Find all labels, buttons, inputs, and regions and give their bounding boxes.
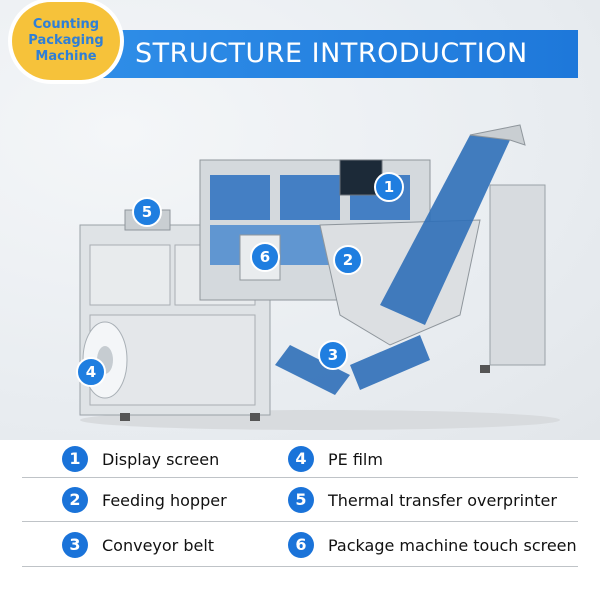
header-bar xyxy=(78,30,578,78)
legend-label: Thermal transfer overprinter xyxy=(328,490,557,510)
legend-label: Display screen xyxy=(102,449,220,469)
marker-5: 5 xyxy=(132,197,162,227)
page-title: STRUCTURE INTRODUCTION xyxy=(135,38,528,69)
legend-label: Feeding hopper xyxy=(102,490,227,510)
legend-divider xyxy=(22,521,578,522)
legend-item: 3 Conveyor belt xyxy=(62,532,214,558)
legend-label: PE film xyxy=(328,449,383,469)
machine-photo xyxy=(79,124,560,430)
marker-6: 6 xyxy=(250,242,280,272)
badge-line-2: Packaging xyxy=(28,33,104,48)
legend-divider xyxy=(22,566,578,567)
legend-number: 4 xyxy=(288,446,314,472)
legend-number: 1 xyxy=(62,446,88,472)
marker-2: 2 xyxy=(333,245,363,275)
product-badge: Counting Packaging Machine xyxy=(12,2,120,80)
marker-4: 4 xyxy=(76,357,106,387)
legend-item: 4 PE film xyxy=(288,446,383,472)
badge-line-3: Machine xyxy=(35,49,97,64)
legend-item: 5 Thermal transfer overprinter xyxy=(288,487,557,513)
legend-item: 1 Display screen xyxy=(62,446,219,472)
legend-divider xyxy=(22,477,578,478)
legend-number: 6 xyxy=(288,532,314,558)
legend-label: Package machine touch screen xyxy=(328,535,577,555)
legend-number: 3 xyxy=(62,532,88,558)
legend-number: 2 xyxy=(62,487,88,513)
legend-label: Conveyor belt xyxy=(102,535,215,555)
legend-item: 2 Feeding hopper xyxy=(62,487,227,513)
badge-line-1: Counting xyxy=(32,17,100,32)
legend-number: 5 xyxy=(288,487,314,513)
legend-item: 6 Package machine touch screen xyxy=(288,532,577,558)
marker-1: 1 xyxy=(374,172,404,202)
marker-3: 3 xyxy=(318,340,348,370)
